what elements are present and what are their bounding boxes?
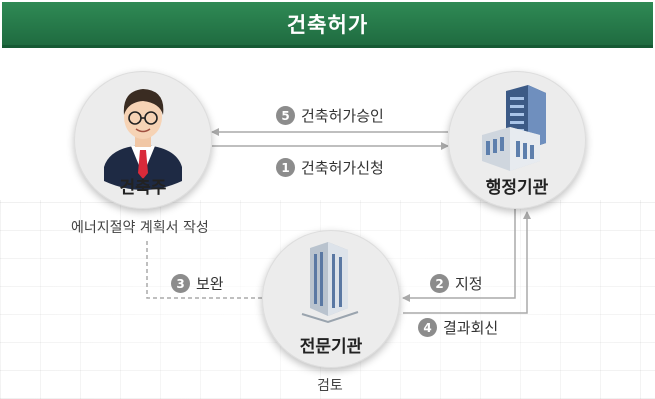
step-4-result-reply: 4 결과회신 bbox=[418, 317, 498, 338]
arrow-supplement bbox=[146, 240, 262, 299]
step-label: 지정 bbox=[455, 275, 483, 293]
expert-note: 검토 bbox=[317, 378, 343, 394]
step-5-approval: 5 건축허가승인 bbox=[276, 105, 384, 126]
owner-circle: 건축주 bbox=[74, 71, 212, 209]
arrow-designation bbox=[402, 206, 516, 302]
step-2-designation: 2 지정 bbox=[430, 273, 483, 294]
step-label: 건축허가승인 bbox=[301, 107, 384, 125]
person-icon bbox=[104, 89, 182, 190]
step-label: 보완 bbox=[196, 275, 224, 293]
step-label: 결과회신 bbox=[443, 319, 499, 337]
expert-circle: 전문기관 bbox=[262, 230, 400, 368]
step-1-application: 1 건축허가신청 bbox=[276, 157, 384, 178]
expert-label: 전문기관 bbox=[299, 337, 363, 357]
step-number-badge: 5 bbox=[276, 106, 295, 125]
government-building-icon bbox=[482, 85, 546, 171]
page-title: 건축허가 bbox=[286, 12, 369, 37]
page-header: 건축허가 bbox=[2, 2, 653, 48]
owner-note: 에너지절약 계획서 작성 bbox=[71, 220, 209, 236]
office-building-icon bbox=[301, 242, 359, 324]
step-number-badge: 3 bbox=[171, 274, 190, 293]
arrow-result-reply bbox=[403, 211, 531, 314]
step-number-badge: 1 bbox=[276, 158, 295, 177]
step-number-badge: 2 bbox=[430, 274, 449, 293]
step-label: 건축허가신청 bbox=[301, 159, 384, 177]
agency-circle: 행정기관 bbox=[448, 71, 586, 209]
step-number-badge: 4 bbox=[418, 318, 437, 337]
owner-label: 건축주 bbox=[119, 178, 167, 198]
step-3-supplement: 3 보완 bbox=[171, 273, 224, 294]
agency-label: 행정기관 bbox=[485, 178, 549, 198]
